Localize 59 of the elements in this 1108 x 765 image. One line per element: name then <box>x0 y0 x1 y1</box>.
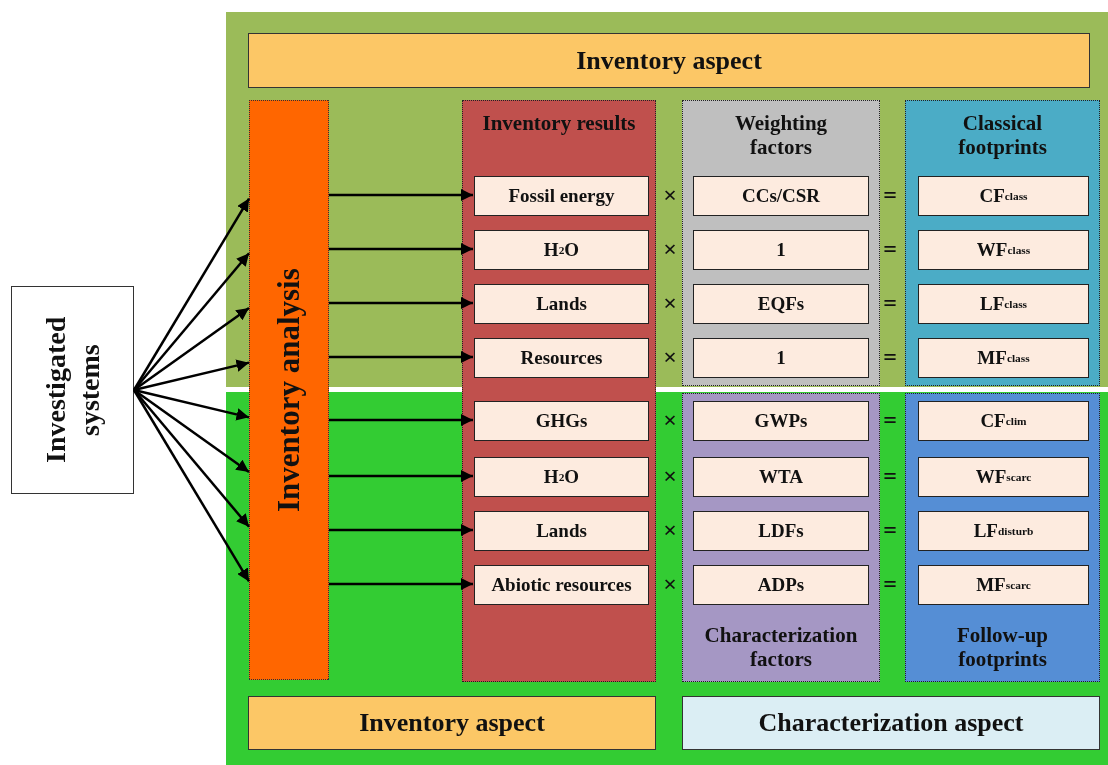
term-box: Abiotic resources <box>474 565 649 605</box>
column-heading: Inventory results <box>481 111 637 135</box>
arrow <box>329 469 473 483</box>
system-box: Investigated systems <box>11 286 134 494</box>
arrow <box>329 188 473 202</box>
equals-sign: = <box>882 462 898 491</box>
column-heading: Weighting factors <box>733 111 829 159</box>
analysis-bar: Inventory analysis <box>249 100 329 680</box>
equals-sign: = <box>882 235 898 264</box>
equals-sign: = <box>882 343 898 372</box>
arrow <box>329 523 473 537</box>
multiply-sign: × <box>662 570 678 599</box>
term-box: GHGs <box>474 401 649 441</box>
arrow <box>132 389 251 583</box>
arrow <box>329 242 473 256</box>
term-box: GWPs <box>693 401 869 441</box>
equals-sign: = <box>882 516 898 545</box>
term-box: Lands <box>474 284 649 324</box>
column-heading: Follow-up footprints <box>956 623 1049 671</box>
column-panel <box>905 393 1100 682</box>
term-box: 1 <box>693 230 869 270</box>
multiply-sign: × <box>662 406 678 435</box>
arrow <box>132 197 251 391</box>
arrow <box>133 252 250 391</box>
arrow <box>329 350 473 364</box>
term-box: LDFs <box>693 511 869 551</box>
equals-sign: = <box>882 289 898 318</box>
equals-sign: = <box>882 181 898 210</box>
arrow <box>329 296 473 310</box>
term-box: EQFs <box>693 284 869 324</box>
arrow <box>133 388 250 421</box>
arrow <box>133 359 250 392</box>
term-box: Fossil energy <box>474 176 649 216</box>
equals-sign: = <box>882 406 898 435</box>
equals-sign: = <box>882 570 898 599</box>
column-heading: Classical footprints <box>957 111 1048 159</box>
term-box: ADPs <box>693 565 869 605</box>
arrow <box>133 389 250 528</box>
multiply-sign: × <box>662 235 678 264</box>
multiply-sign: × <box>662 516 678 545</box>
column-panel <box>905 100 1100 386</box>
aspect-banner: Inventory aspect <box>248 696 656 750</box>
multiply-sign: × <box>662 462 678 491</box>
term-box: Lands <box>474 511 649 551</box>
aspect-banner: Characterization aspect <box>682 696 1100 750</box>
multiply-sign: × <box>662 289 678 318</box>
term-box: 1 <box>693 338 869 378</box>
column-panel <box>682 393 880 682</box>
arrow <box>329 577 473 591</box>
multiply-sign: × <box>662 343 678 372</box>
column-panel <box>462 100 656 682</box>
term-box: Resources <box>474 338 649 378</box>
column-panel <box>682 100 880 386</box>
term-box: CCs/CSR <box>693 176 869 216</box>
aspect-banner: Inventory aspect <box>248 33 1090 88</box>
column-heading: Characterization factors <box>703 623 859 671</box>
term-box: WTA <box>693 457 869 497</box>
multiply-sign: × <box>662 181 678 210</box>
arrow <box>329 413 473 427</box>
